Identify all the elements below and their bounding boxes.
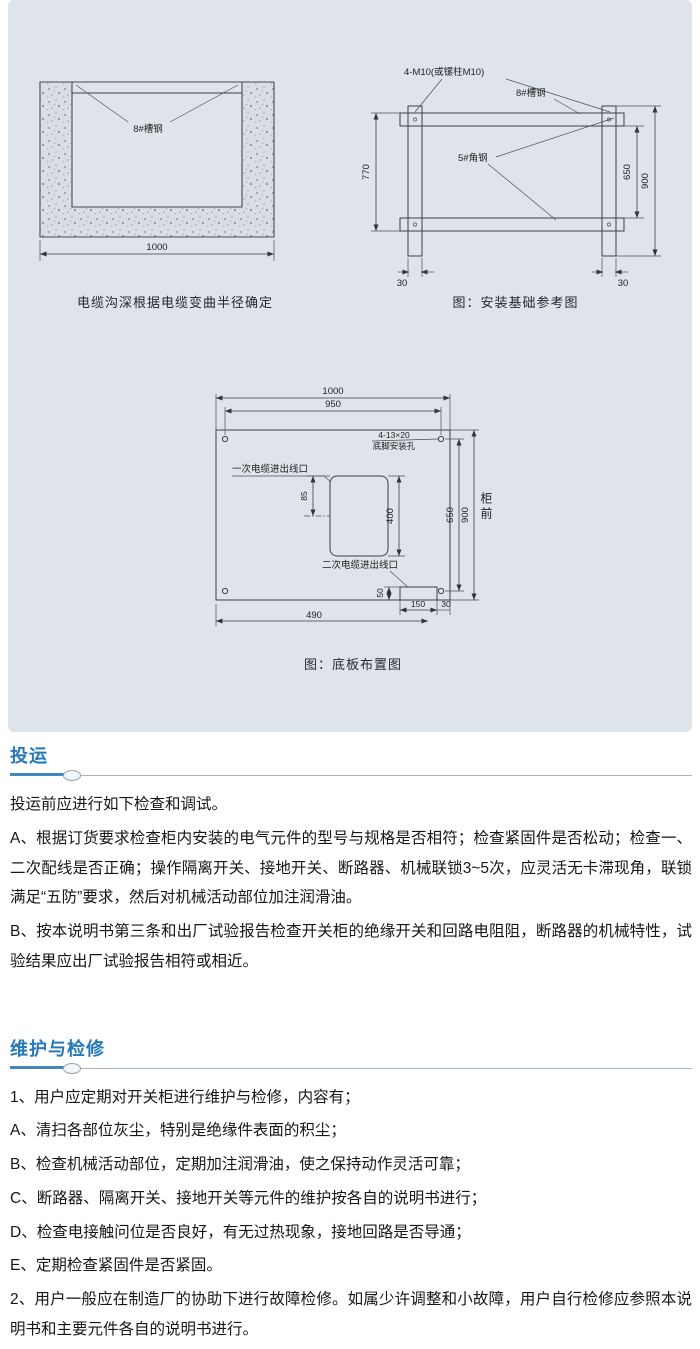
baseplate-holes-label: 4-13×20 [378,430,410,440]
foundation-caption: 图：安装基础参考图 [452,295,579,310]
baseplate-dim-50: 50 [375,588,385,598]
paragraph: C、断路器、隔离开关、接地开关等元件的维护按各自的说明书进行； [10,1189,487,1207]
trench-concrete [39,81,275,238]
baseplate-dim-950: 950 [325,399,341,410]
paragraph: E、定期检查紧固件是否紧固。 [10,1257,222,1275]
baseplate-dim-650: 650 [445,507,456,523]
baseplate-secondary-label: 二次电缆进出线口 [322,559,398,571]
rule-ornament [63,770,81,781]
foundation-diagram: 4-M10(或镙柱M10) 8#槽钢 5#角钢 770 650 900 30 3… [361,66,661,289]
foundation-dim-650: 650 [622,164,633,180]
foundation-angle-label: 5#角钢 [458,152,488,164]
foundation-channel-label: 8#槽钢 [516,87,546,99]
trench-caption: 电缆沟深根据电缆变曲半径确定 [76,295,273,310]
document-body: 投运 投运前应进行如下检查和调试。 A、根据订货要求检查柜内安装的电气元件的型号… [10,742,692,1349]
paragraph: B、检查机械活动部位，定期加注润滑油，使之保持动作灵活可靠； [10,1156,470,1173]
foundation-dim-900: 900 [640,173,651,189]
paragraph: 1、用户应定期对开关柜进行维护与检修，内容有； [10,1088,360,1106]
trench-width-dim: 1000 [146,242,167,253]
paragraph: 2、用户一般应在制造厂的协助下进行故障检修。如属少许调整和小故障，用户自行检修应… [10,1291,692,1338]
cabinet-front-label: 柜前 [479,492,493,522]
baseplate-dim-1000: 1000 [322,386,343,397]
baseplate-dim-30: 30 [441,599,451,609]
paragraph: D、检查电接触问位是否良好，有无过热现象，接地回路是否导通； [10,1223,471,1241]
cable-trench-diagram: 8#槽钢 1000 [39,81,275,261]
section-operation: 投运 投运前应进行如下检查和调试。 A、根据订货要求检查柜内安装的电气元件的型号… [10,742,692,977]
section-maintenance: 维护与检修 1、用户应定期对开关柜进行维护与检修，内容有； A、清扫各部位灰尘，… [10,1035,692,1345]
paragraph: A、根据订货要求检查柜内安装的电气元件的型号与规格是否相符；检查紧固件是否松动；… [10,829,692,907]
foundation-dim-770: 770 [361,164,372,180]
paragraph: 投运前应进行如下检查和调试。 [10,796,228,813]
paragraph: A、清扫各部位灰尘，特别是绝缘件表面的积尘； [10,1122,346,1140]
rule-ornament [63,1062,81,1074]
paragraph: B、按本说明书第三条和出厂试验报告检查开关柜的绝缘开关和回路电阻阻，断路器的机械… [10,923,692,970]
baseplate-caption: 图：底板布置图 [303,657,402,672]
baseplate-primary-label: 一次电缆进出线口 [232,463,308,475]
section-rule [10,770,692,790]
foundation-dim-30-right: 30 [618,278,629,289]
baseplate-dim-85: 85 [299,491,309,501]
trench-channel-label: 8#槽钢 [133,123,163,135]
baseplate-holes-label2: 底脚安装孔 [373,441,416,451]
section-rule [10,1062,692,1083]
section-title-maintenance: 维护与检修 [10,1038,105,1059]
baseplate-diagram: 1000 950 4-13×20 底脚安装孔 一次电缆进出线口 400 85 二… [215,386,479,626]
baseplate-dim-400: 400 [385,508,396,524]
baseplate-dim-490: 490 [306,610,322,621]
baseplate-dim-900: 900 [460,507,471,523]
foundation-bolt-label: 4-M10(或镙柱M10) [404,66,484,78]
baseplate-dim-150: 150 [411,599,425,609]
diagram-panel: 8#槽钢 1000 电缆沟深根据电缆变曲半径确定 4-M10(或镙柱M10) 8… [8,0,692,732]
foundation-dim-30-left: 30 [397,278,408,289]
section-title-operation: 投运 [10,746,48,766]
